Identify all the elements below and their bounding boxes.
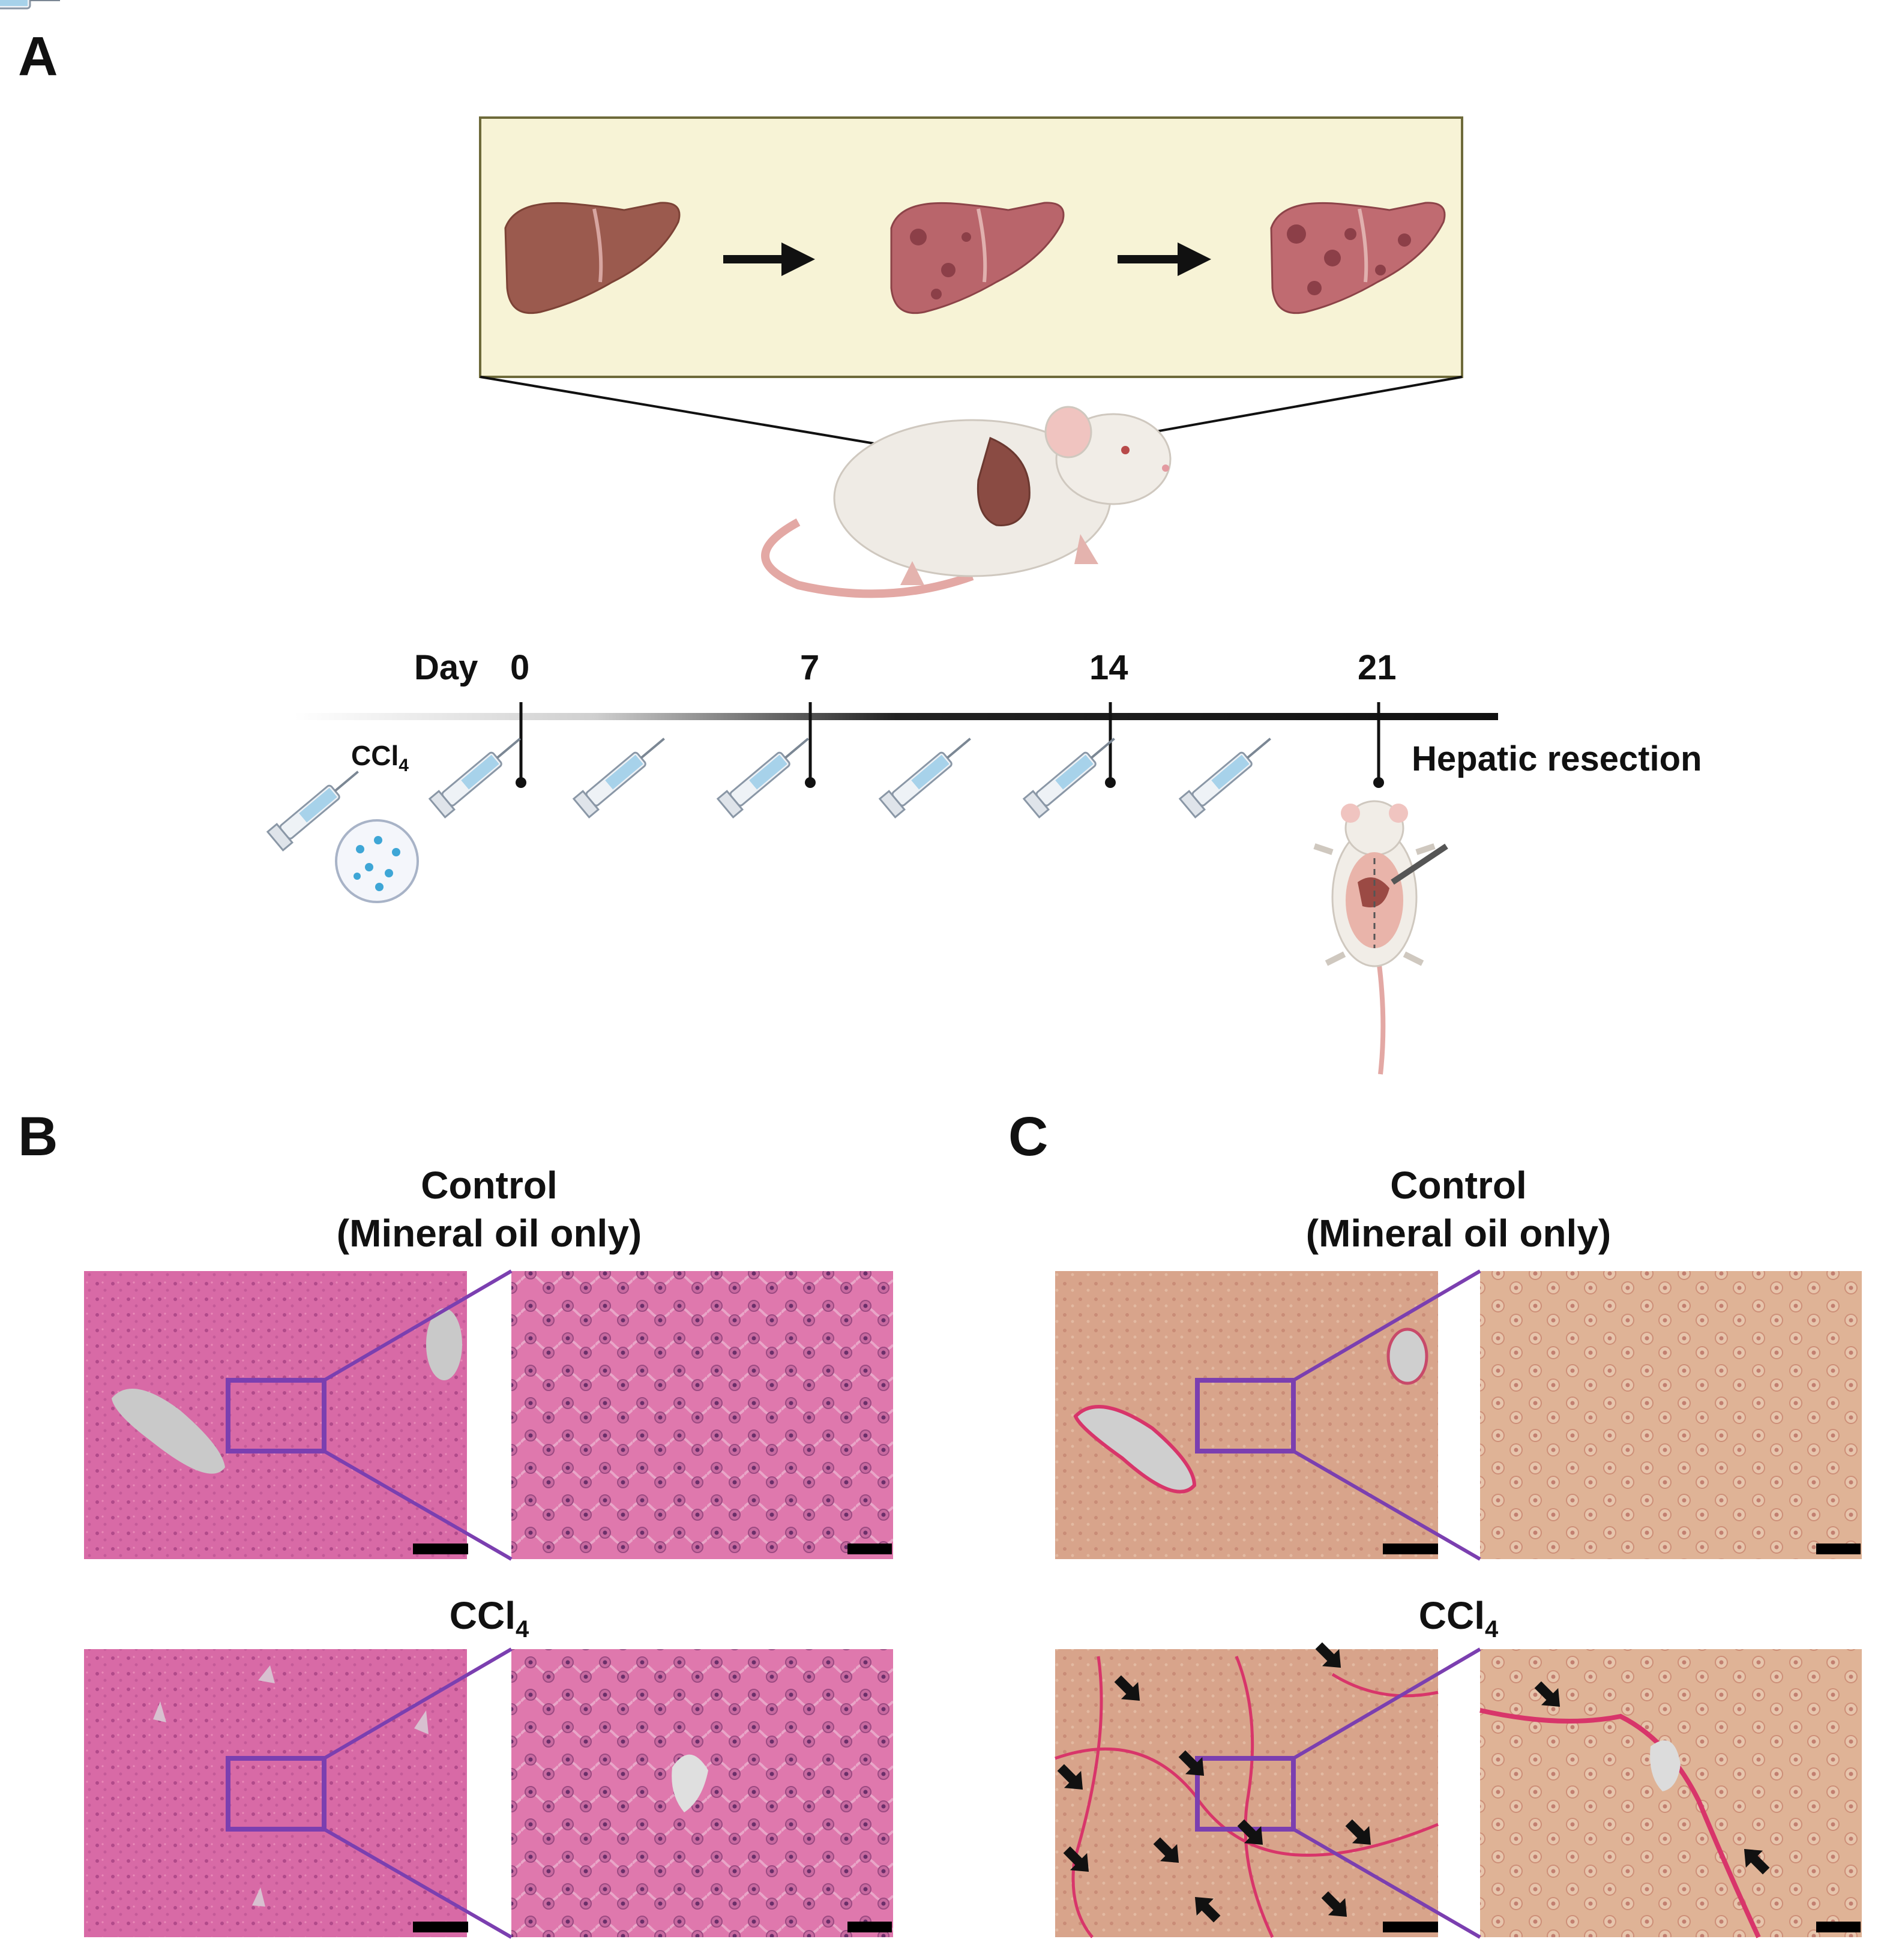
syringe-icon bbox=[572, 738, 665, 819]
fibrosis-arrow-icon bbox=[1534, 1681, 1560, 1707]
timeline-ticks bbox=[519, 702, 1380, 783]
zoom-box bbox=[226, 1378, 327, 1453]
scale-bar bbox=[1383, 1922, 1438, 1932]
hepatic-resection-label: Hepatic resection bbox=[1412, 739, 1702, 778]
scale-bar bbox=[413, 1544, 468, 1554]
panel-label-b: B bbox=[18, 1106, 58, 1167]
sirius-ccl4-lowmag-image bbox=[1055, 1649, 1438, 1937]
fibrosis-arrow-icon bbox=[1237, 1819, 1263, 1845]
scale-bar bbox=[1816, 1544, 1861, 1554]
ccl4-agent-label: CCl4 bbox=[351, 740, 409, 776]
scale-bar bbox=[847, 1922, 892, 1932]
fibrosis-arrow-icon bbox=[1345, 1819, 1371, 1845]
timeline-day-21: 21 bbox=[1358, 648, 1397, 687]
sirius-ccl4-highmag-image bbox=[1480, 1649, 1862, 1937]
fibrosis-arrow-icon bbox=[1178, 1750, 1205, 1776]
he-control-title: Control (Mineral oil only) bbox=[336, 1164, 642, 1255]
timeline-day-7: 7 bbox=[800, 648, 820, 687]
fibrosis-arrow-icon bbox=[1153, 1837, 1179, 1863]
syringe-icon bbox=[266, 771, 359, 852]
he-ccl4-highmag-image bbox=[511, 1649, 893, 1937]
fibrosis-arrows bbox=[1057, 1642, 1770, 1923]
scale-bar bbox=[1816, 1922, 1861, 1932]
liver-healthy bbox=[504, 202, 681, 314]
mouse-illustration bbox=[761, 406, 1172, 598]
fibrosis-arrow-icon bbox=[1315, 1642, 1341, 1668]
sirius-control-highmag-image bbox=[1480, 1271, 1862, 1559]
syringe-icon bbox=[1022, 738, 1115, 819]
sirius-control-title: Control (Mineral oil only) bbox=[1305, 1164, 1612, 1255]
resected-mouse-illustration bbox=[1313, 800, 1448, 1075]
fibrosis-arrow-icon bbox=[1194, 1896, 1221, 1923]
timeline-day-14: 14 bbox=[1089, 648, 1128, 687]
panel-label-a: A bbox=[18, 26, 58, 87]
scale-bar bbox=[413, 1922, 468, 1932]
scale-bar bbox=[1383, 1544, 1438, 1554]
syringes-row bbox=[266, 738, 1271, 852]
sirius-ccl4-title: CCl4 bbox=[1418, 1594, 1499, 1643]
timeline-dots bbox=[516, 777, 1384, 788]
vessel-lumen bbox=[112, 1389, 225, 1474]
he-ccl4-title: CCl4 bbox=[449, 1594, 529, 1643]
syringe-icon bbox=[1178, 738, 1271, 819]
timeline-day-0: 0 bbox=[510, 648, 530, 687]
ccl4-droplet-icon bbox=[335, 819, 419, 903]
fibrosis-arrow-icon bbox=[1057, 1764, 1083, 1790]
syringe-icon bbox=[878, 738, 971, 819]
timeline-day-label: Day bbox=[414, 648, 478, 687]
syringe-icon bbox=[0, 0, 60, 10]
zoom-box bbox=[1195, 1378, 1296, 1453]
syringe-icon bbox=[428, 738, 521, 819]
scale-bar bbox=[847, 1544, 892, 1554]
zoom-box bbox=[226, 1756, 327, 1832]
timeline-bar bbox=[294, 713, 1498, 720]
fibrosis-arrow-icon bbox=[1321, 1891, 1347, 1917]
fibrosis-arrow-icon bbox=[1744, 1848, 1770, 1875]
fibrosis-arrow-icon bbox=[1063, 1846, 1089, 1872]
syringe-icon bbox=[716, 738, 809, 819]
he-ccl4-lowmag-image bbox=[84, 1649, 467, 1937]
liver-damaged-1 bbox=[890, 202, 1065, 314]
he-control-highmag-image bbox=[511, 1271, 893, 1559]
panel-label-c: C bbox=[1008, 1106, 1049, 1167]
fibrosis-arrow-icon bbox=[1114, 1675, 1140, 1701]
liver-damaged-2 bbox=[1270, 202, 1446, 314]
vessel-lumen bbox=[1073, 1405, 1197, 1494]
